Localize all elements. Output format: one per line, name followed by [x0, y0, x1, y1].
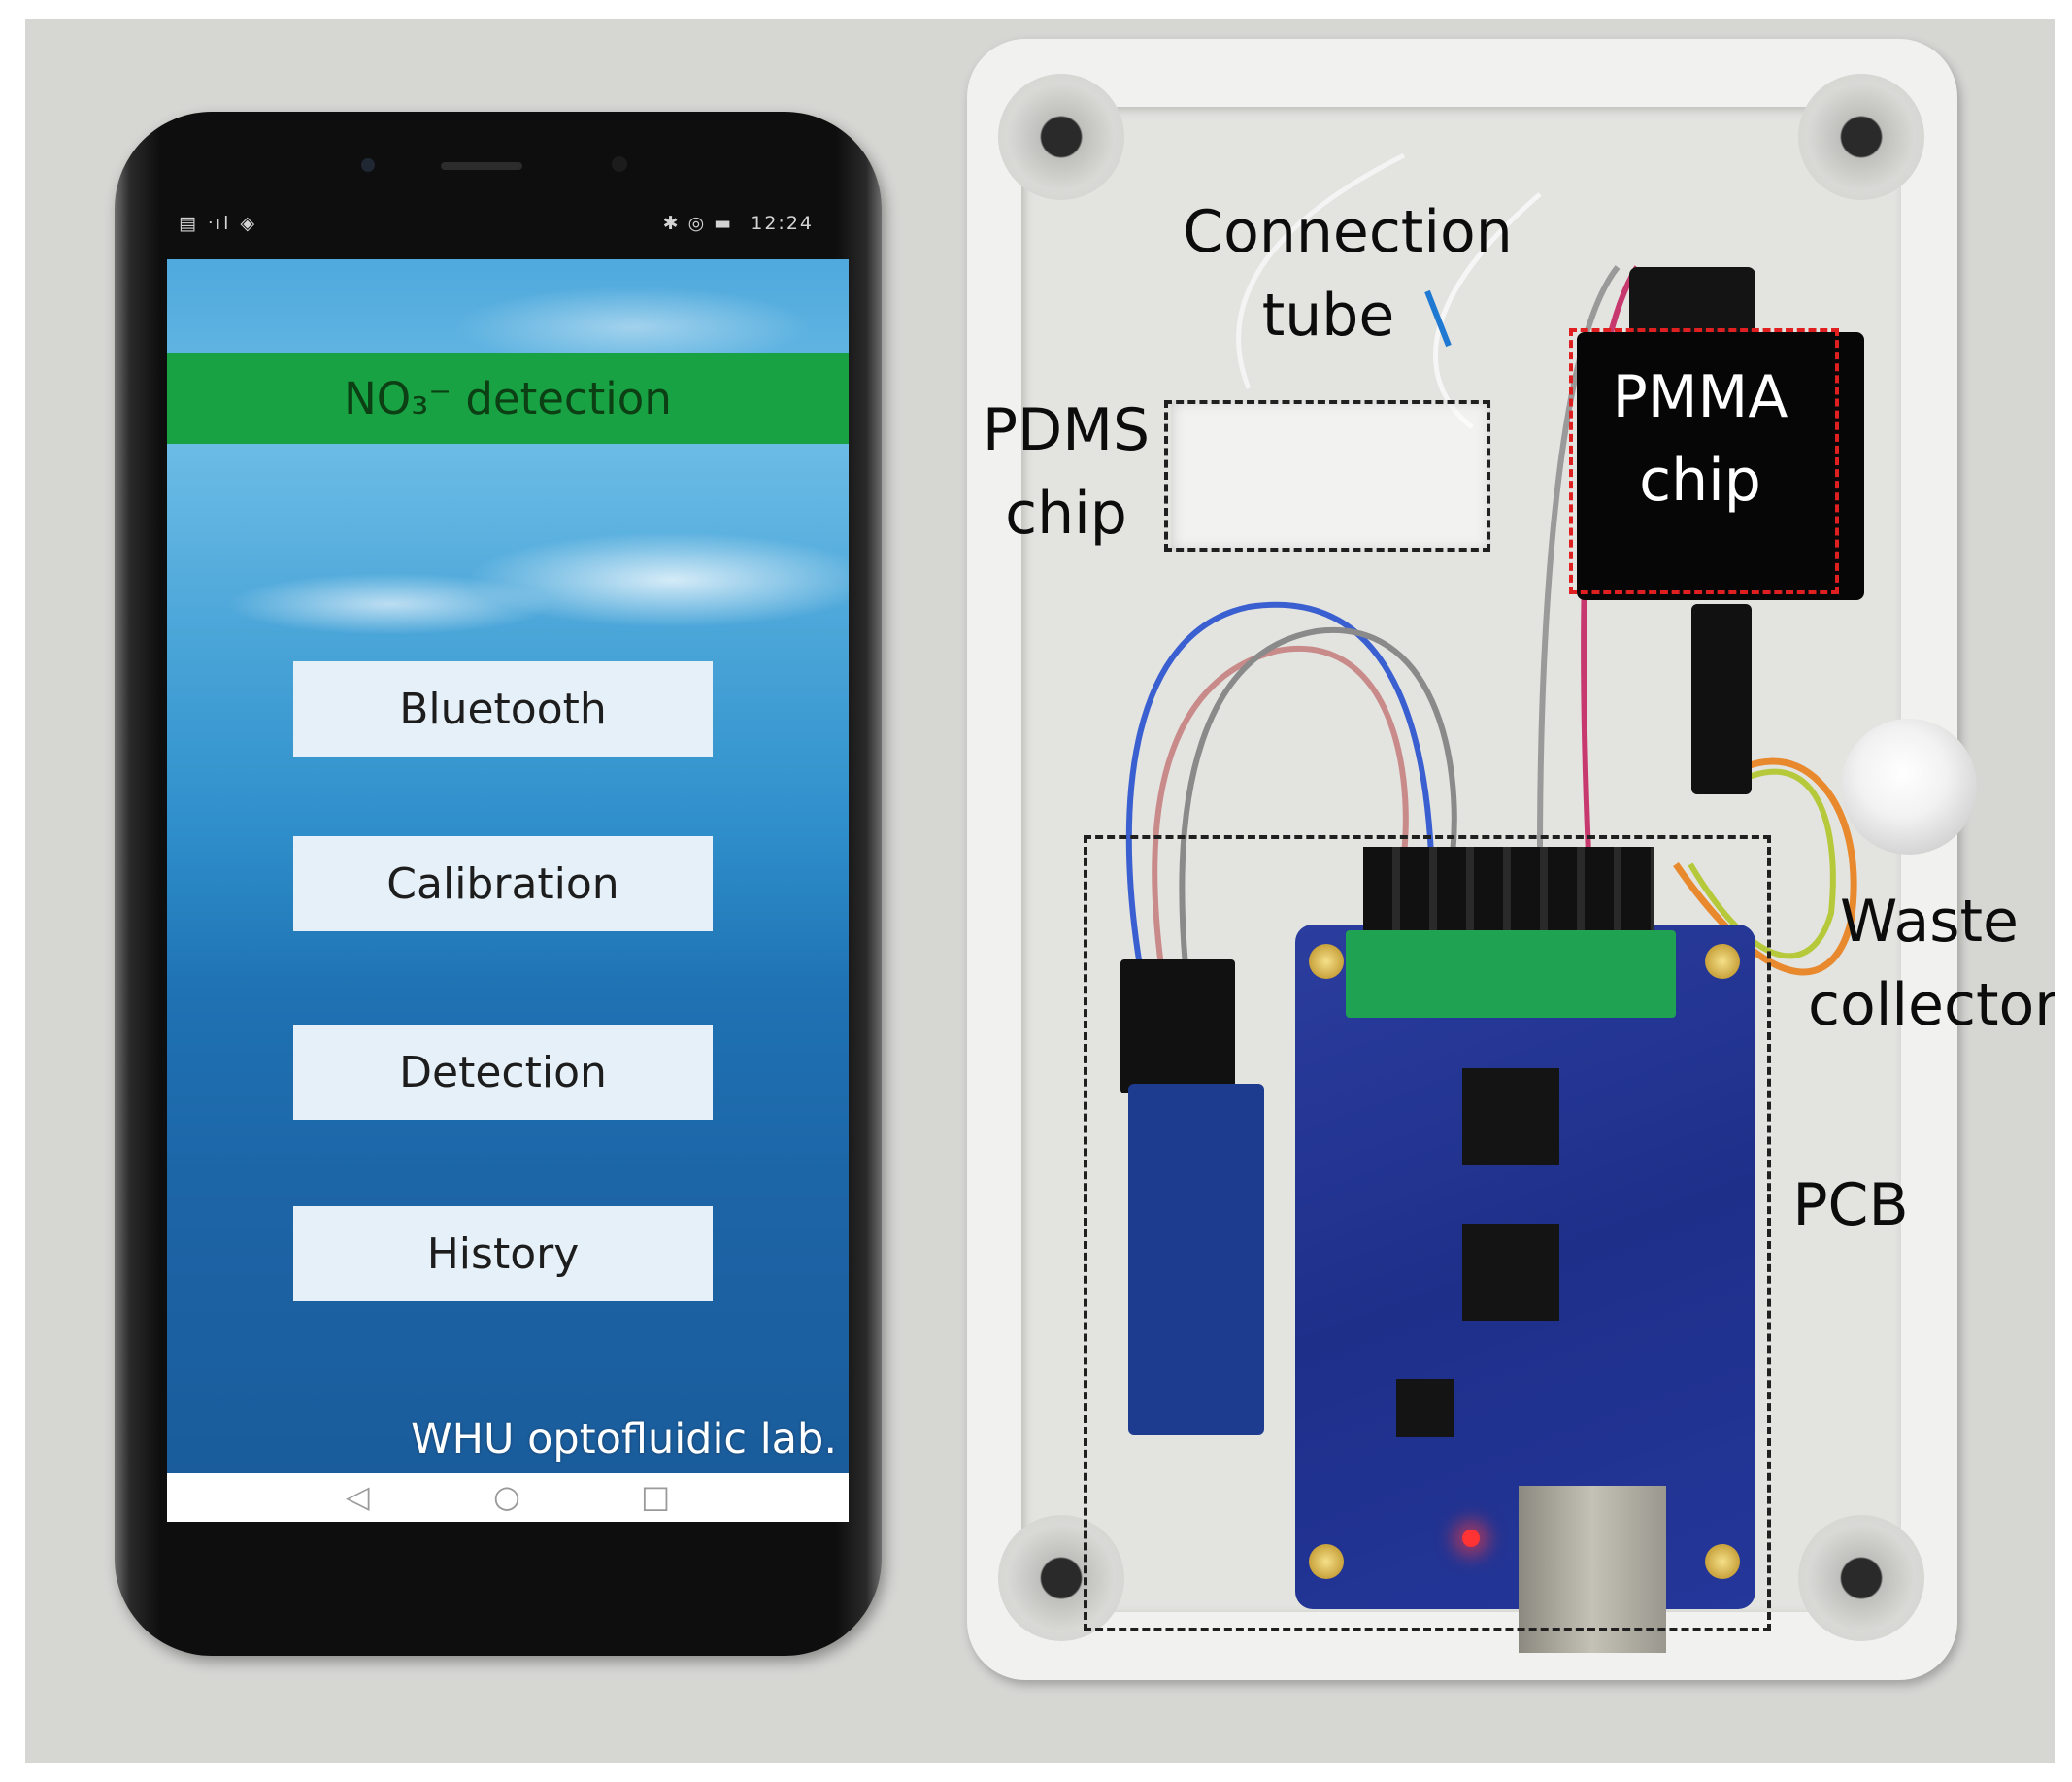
signal-icons: ▤ ᐧıl ◈ [179, 213, 258, 234]
front-camera-icon [361, 158, 375, 172]
bluetooth-button[interactable]: Bluetooth [293, 661, 713, 757]
grey-wire [1179, 626, 1457, 967]
pcb-mount-screw [1309, 1544, 1344, 1579]
history-button[interactable]: History [293, 1206, 713, 1301]
clock: 12:24 [751, 213, 814, 234]
pcb-mount-screw [1705, 944, 1740, 979]
pcb-chip [1462, 1068, 1559, 1165]
app-screen: NO₃⁻ detection Bluetooth Calibration Det… [167, 259, 849, 1522]
screw-hole [1798, 74, 1924, 200]
pdms-chip-outline [1164, 400, 1490, 552]
pin-connectors [1363, 847, 1654, 934]
usb-port [1519, 1486, 1666, 1653]
screw-hole [998, 1515, 1124, 1641]
detection-button[interactable]: Detection [293, 1025, 713, 1120]
navigation-bar: ◁ ○ □ [167, 1473, 849, 1522]
pcb-chip [1462, 1224, 1559, 1321]
pcb-outline [1084, 835, 1771, 1631]
red-led [1462, 1530, 1480, 1547]
home-icon[interactable]: ○ [493, 1478, 520, 1515]
photograph: ▤ ᐧıl ◈ ✱ ◎ ▬ 12:24 NO₃⁻ detection Bluet… [25, 19, 2055, 1763]
bluetooth-header-connector [1120, 959, 1235, 1093]
back-icon[interactable]: ◁ [346, 1478, 370, 1515]
pcb-mount-screw [1705, 1544, 1740, 1579]
status-right-group: ✱ ◎ ▬ 12:24 [663, 213, 814, 234]
battery-icons: ✱ ◎ ▬ [662, 213, 734, 234]
waste-collector [1841, 719, 1977, 855]
pmma-chip-outline [1569, 328, 1839, 594]
proximity-sensor-icon [612, 156, 627, 172]
bluetooth-module [1128, 1084, 1264, 1435]
connection-arrow-icon [1424, 289, 1452, 348]
pdms-chip-label: PDMS chip [982, 396, 1151, 548]
pcb-terminal-block [1346, 930, 1676, 1018]
connection-tube-line [1236, 152, 1406, 389]
pcb-label: PCB [1792, 1171, 1909, 1239]
blue-wire [1125, 601, 1434, 967]
status-bar: ▤ ᐧıl ◈ ✱ ◎ ▬ 12:24 [163, 207, 833, 242]
app-title: NO₃⁻ detection [344, 372, 672, 424]
grey-wire [1537, 265, 1621, 856]
pmma-chip [1577, 332, 1864, 600]
pcb-mount-screw [1309, 944, 1344, 979]
screw-hole [1798, 1515, 1924, 1641]
lab-name: WHU optofluidic lab. [411, 1415, 837, 1463]
pcb-chip [1396, 1379, 1454, 1437]
recents-icon[interactable]: □ [641, 1478, 671, 1515]
pdms-chip [1171, 400, 1491, 552]
connection-tube-label: Connection tube [1183, 198, 1513, 350]
waste-collector-label: Waste collector [1808, 888, 2055, 1039]
smartphone: ▤ ᐧıl ◈ ✱ ◎ ▬ 12:24 NO₃⁻ detection Bluet… [115, 112, 882, 1656]
screw-hole [998, 74, 1124, 200]
earpiece-speaker [441, 162, 522, 170]
sensor-post [1691, 604, 1752, 794]
pmma-chip-label: PMMA chip [1612, 363, 1788, 515]
calibration-button[interactable]: Calibration [293, 836, 713, 931]
app-header: NO₃⁻ detection [167, 353, 849, 444]
